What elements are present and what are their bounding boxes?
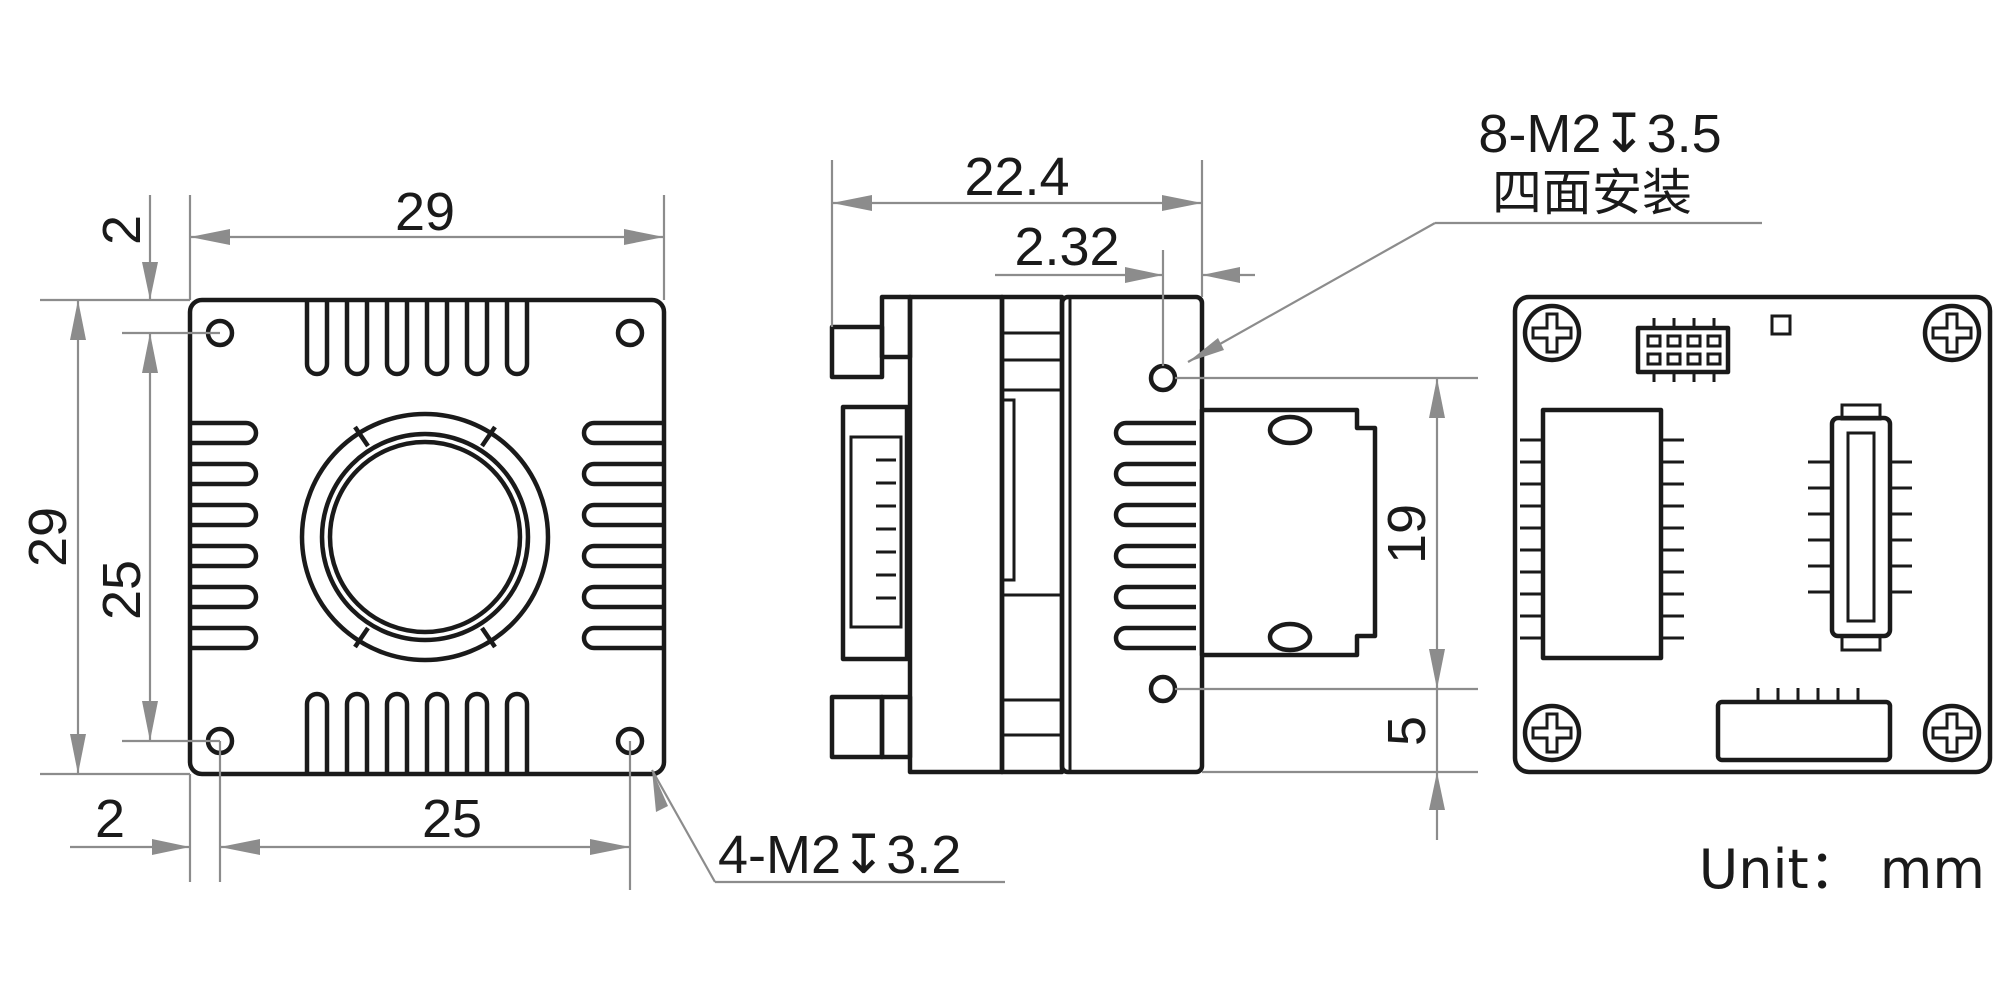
dim-bottom-offset: 5 xyxy=(1202,689,1478,840)
dim-hole-offset: 2.32 xyxy=(995,217,1255,366)
dim-side-hole-spacing-label: 19 xyxy=(1377,504,1437,564)
side-fpc-inner xyxy=(849,435,903,629)
dim-hole-spacing-vertical: 25 xyxy=(92,331,220,743)
dim-width: 29 xyxy=(188,182,666,300)
side-front-plate xyxy=(907,294,1005,775)
screw-icon xyxy=(1925,706,1979,760)
lens-mount-inner xyxy=(327,439,523,635)
dim-offset-top: 2 xyxy=(92,195,158,300)
back-view xyxy=(1512,294,1993,775)
side-fpc-pins xyxy=(876,458,896,600)
hole-callout-front: 4-M2↧3.2 xyxy=(651,769,1005,885)
side-rear-connector-slot xyxy=(1267,621,1313,653)
dim-side-hole-spacing: 19 xyxy=(1175,376,1478,691)
hole-callout-side-label-1: 8-M2↧3.5 xyxy=(1478,104,1721,164)
lens-mount-outer xyxy=(299,411,551,663)
mount-hole xyxy=(615,318,645,348)
side-fpc-connector xyxy=(840,404,910,662)
side-rear-body xyxy=(1059,294,1205,775)
heatsink-fins-right xyxy=(584,423,664,648)
lens-mount-ring xyxy=(319,431,531,643)
lens-mount-tabs xyxy=(353,425,497,649)
hole-callout-front-label: 4-M2↧3.2 xyxy=(718,825,961,885)
heatsink-fins-left xyxy=(190,423,256,648)
hole-callout-side-label-2: 四面安装 xyxy=(1492,164,1692,222)
side-mount-hole xyxy=(1148,674,1178,704)
side-rear-connector-slot xyxy=(1267,414,1313,446)
hole-callout-side: 8-M2↧3.5 四面安装 xyxy=(1187,104,1762,363)
dim-width-label: 29 xyxy=(395,182,455,242)
dim-hole-spacing-horizontal: 25 xyxy=(188,741,632,890)
dim-height: 29 xyxy=(18,298,190,776)
back-small-component xyxy=(1770,314,1792,336)
dim-height-label: 29 xyxy=(18,507,78,567)
dim-bottom-offset-label: 5 xyxy=(1377,716,1437,746)
side-view: 22.4 2.32 19 5 xyxy=(829,104,1762,840)
dim-offset-left: 2 xyxy=(70,789,190,855)
side-fins xyxy=(1116,423,1196,648)
screw-icon xyxy=(1925,306,1979,360)
dim-length-label: 22.4 xyxy=(964,147,1069,207)
dim-hole-offset-label: 2.32 xyxy=(1014,217,1119,277)
heatsink-fins-top xyxy=(307,300,527,374)
side-mount-hole xyxy=(1148,363,1178,393)
back-ic-chip xyxy=(1520,407,1684,661)
dim-offset-left-label: 2 xyxy=(95,789,125,849)
side-connector-bottom-inner xyxy=(879,694,913,760)
side-connector-bottom xyxy=(829,694,885,760)
back-pin-header xyxy=(1635,318,1731,382)
back-fpc-connector xyxy=(1808,403,1912,652)
dim-hole-spacing-horizontal-label: 25 xyxy=(422,789,482,849)
front-view: 29 29 25 2 xyxy=(18,182,1005,890)
side-connector-top-inner xyxy=(879,294,913,360)
dim-length: 22.4 xyxy=(830,147,1204,327)
dim-offset-top-label: 2 xyxy=(92,215,152,245)
units-label: Unit： mm xyxy=(1699,838,1985,901)
back-view-board xyxy=(1512,294,1993,775)
side-rear-connector xyxy=(1199,407,1378,658)
screw-icon xyxy=(1525,706,1579,760)
heatsink-fins-bottom xyxy=(307,694,527,774)
side-connector-top xyxy=(829,324,885,380)
dim-hole-spacing-vertical-label: 25 xyxy=(92,560,152,620)
back-bottom-connector xyxy=(1715,688,1893,763)
screw-icon xyxy=(1525,306,1579,360)
